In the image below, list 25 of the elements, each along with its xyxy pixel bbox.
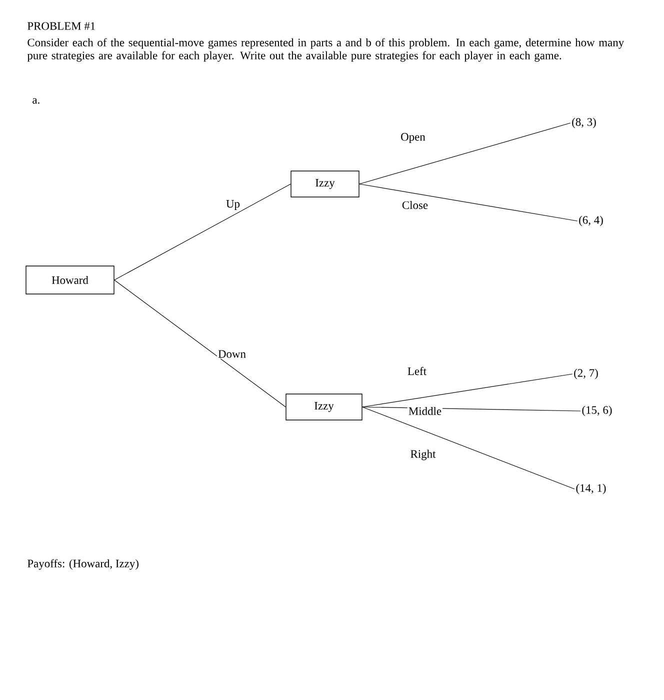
instruction-text: Consider each of the sequential-move games represented in parts a and b of this problem. In each game, determine how many pure strategies are available for each player. Write out the available pure strategies for each player in each game. xyxy=(27,38,624,62)
branch-line xyxy=(114,184,291,280)
player-box: Howard xyxy=(26,266,114,294)
payoff-text: (6, 4) xyxy=(579,216,603,226)
edge-label: Up xyxy=(226,200,240,210)
payoff-text: (8, 3) xyxy=(572,118,596,128)
branch-line xyxy=(114,280,286,408)
edge-label: Close xyxy=(402,200,428,210)
branch-line xyxy=(362,374,573,408)
branch-line xyxy=(359,122,571,184)
player-box: Izzy xyxy=(286,394,362,420)
payoff-text: (2, 7) xyxy=(574,368,598,380)
note-text: Payoffs: (Howard, Izzy) xyxy=(28,559,138,570)
branch-line xyxy=(359,184,578,222)
edge-label: Right xyxy=(410,450,436,460)
branch-line xyxy=(362,406,575,490)
payoff-text: (15, 6) xyxy=(582,406,612,416)
edge-label: Left xyxy=(408,366,426,376)
edge-label: Open xyxy=(401,133,426,144)
edge-label: Middle xyxy=(408,406,442,416)
heading: PROBLEM #1 xyxy=(28,22,95,30)
edge-label: Down xyxy=(218,350,246,358)
note-text: a. xyxy=(32,98,40,104)
player-box: Izzy xyxy=(290,170,360,198)
payoff-text: (14, 1) xyxy=(576,484,606,494)
